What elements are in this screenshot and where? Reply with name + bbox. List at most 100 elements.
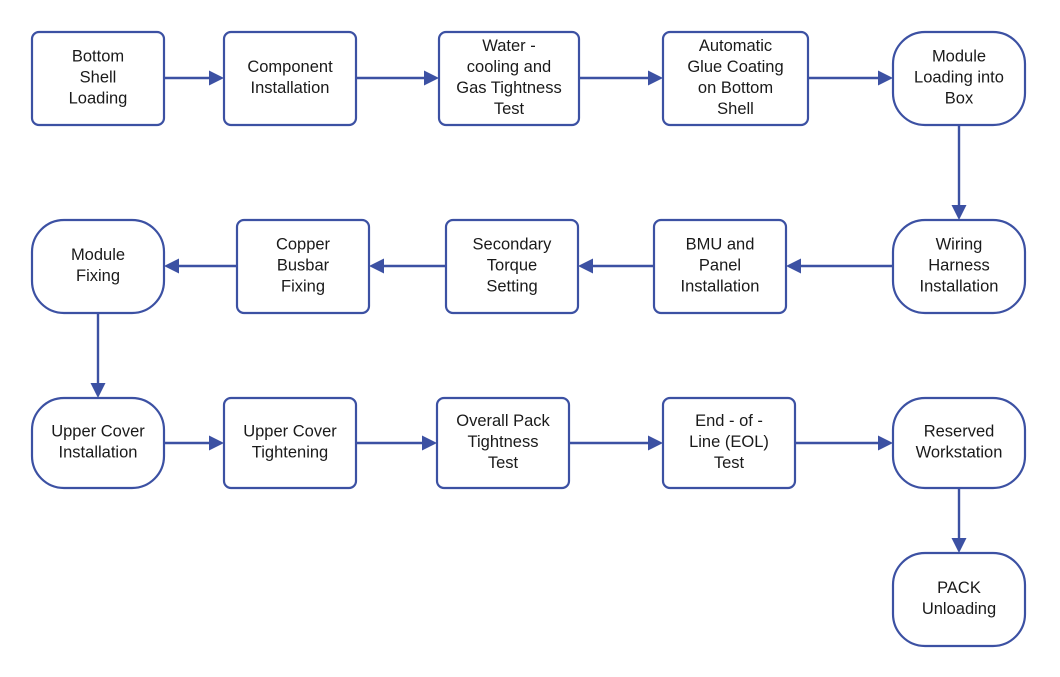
edge-n11-to-n12	[164, 435, 224, 451]
edge-n2-to-n3	[356, 70, 439, 86]
node-label-line: Torque	[487, 257, 537, 275]
node-label-line: Bottom	[72, 48, 124, 66]
node-label-line: Tightness	[468, 433, 539, 451]
node-label-line: Busbar	[277, 257, 330, 275]
arrowhead-icon	[648, 435, 663, 451]
node-label-line: Gas Tightness	[456, 79, 561, 97]
arrowhead-icon	[648, 70, 663, 86]
node-label-line: Test	[494, 100, 525, 118]
node-label-line: Line (EOL)	[689, 433, 769, 451]
node-label-line: Unloading	[922, 600, 996, 618]
node-label-line: End - of -	[695, 412, 763, 430]
node-label-line: Loading into	[914, 69, 1004, 87]
arrowhead-icon	[878, 70, 893, 86]
node-label-line: Automatic	[699, 37, 772, 55]
node-label-line: Setting	[486, 278, 537, 296]
node-shape-rounded-rect	[222, 30, 358, 127]
node-shape-rounded-rect	[235, 218, 371, 315]
node-label-line: Secondary	[473, 236, 553, 254]
node-shape-rounded-rect	[661, 396, 797, 490]
node-label-line: Installation	[251, 79, 330, 97]
node-label-line: Reserved	[924, 423, 995, 441]
edge-n8-to-n9	[369, 258, 446, 274]
arrowhead-icon	[209, 70, 224, 86]
node-label-line: Overall Pack	[456, 412, 550, 430]
node-label-line: Installation	[59, 444, 138, 462]
node-label-line: Fixing	[76, 267, 120, 285]
node-shape-stadium	[30, 218, 166, 315]
node-label-line: Harness	[928, 257, 989, 275]
edge-n3-to-n4	[579, 70, 663, 86]
node-shape-rounded-rect	[435, 396, 571, 490]
edge-n15-to-n16	[951, 488, 967, 553]
arrowhead-icon	[422, 435, 437, 451]
arrowhead-icon	[578, 258, 593, 274]
node-label-line: Installation	[920, 278, 999, 296]
edge-n1-to-n2	[164, 70, 224, 86]
node-shape-stadium	[891, 218, 1027, 315]
node-shape-rounded-rect	[444, 218, 580, 315]
edge-n5-to-n6	[951, 125, 967, 220]
edge-n4-to-n5	[808, 70, 893, 86]
node-label-line: Box	[945, 90, 974, 108]
node-shape-rounded-rect	[652, 218, 788, 315]
arrowhead-icon	[369, 258, 384, 274]
edge-n12-to-n13	[356, 435, 437, 451]
node-shape-stadium	[891, 30, 1027, 127]
node-shape-rounded-rect	[30, 30, 166, 127]
node-label-line: Glue Coating	[687, 58, 783, 76]
node-label-line: Fixing	[281, 278, 325, 296]
node-label-line: Tightening	[252, 444, 328, 462]
node-label-line: Component	[247, 58, 333, 76]
node-end-of-line-eol-test[interactable]: End - of - Line (EOL) Test	[661, 396, 797, 490]
node-label-line: Workstation	[916, 444, 1003, 462]
node-label-line: Wiring	[936, 236, 983, 254]
node-label-line: Test	[714, 454, 745, 472]
edge-n14-to-n15	[795, 435, 893, 451]
node-label-line: Module	[71, 246, 125, 264]
node-label: End - of - Line (EOL) Test	[689, 412, 769, 472]
node-shape-stadium	[30, 396, 166, 490]
node-label-line: Water -	[482, 37, 535, 55]
node-label-line: Installation	[681, 278, 760, 296]
node-label-line: Upper Cover	[51, 423, 145, 441]
edge-n13-to-n14	[569, 435, 663, 451]
node-label-line: on Bottom	[698, 79, 773, 97]
node-shape-rounded-rect	[222, 396, 358, 490]
node-label-line: Upper Cover	[243, 423, 337, 441]
node-label-line: cooling and	[467, 58, 551, 76]
arrowhead-icon	[878, 435, 893, 451]
edge-n9-to-n10	[164, 258, 237, 274]
node-label-line: Test	[488, 454, 519, 472]
edge-n6-to-n7	[786, 258, 893, 274]
node-label-line: Copper	[276, 236, 331, 254]
